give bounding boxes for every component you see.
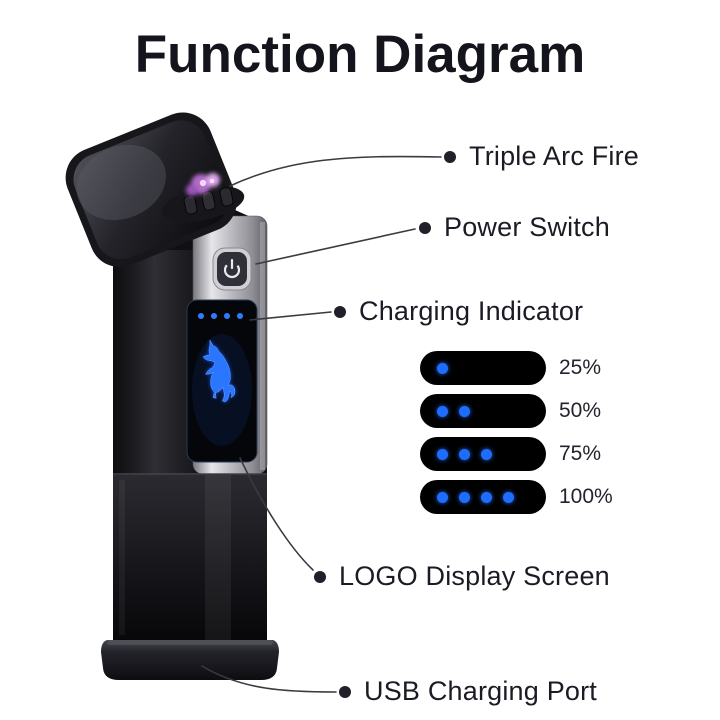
battery-dot	[437, 405, 448, 417]
battery-dot	[481, 448, 492, 460]
battery-percent-label: 25%	[559, 356, 602, 379]
battery-level-row-100: 100%	[420, 480, 613, 514]
page-title: Function Diagram	[134, 25, 586, 84]
arc-electrodes	[183, 187, 234, 215]
battery-dot	[481, 406, 492, 417]
battery-dot	[437, 362, 448, 374]
battery-level-row-50: 50%	[420, 394, 613, 428]
callout-power-switch: Power Switch	[419, 212, 610, 243]
battery-dot	[481, 491, 492, 503]
power-button	[212, 247, 252, 291]
battery-percent-label: 100%	[559, 485, 613, 508]
lighter-svg	[65, 112, 279, 680]
battery-dot	[503, 449, 514, 460]
callout-dot	[444, 150, 456, 163]
battery-pill	[420, 437, 546, 471]
arc-area	[161, 173, 245, 222]
logo-display-screen	[186, 299, 258, 463]
callout-label: Power Switch	[444, 212, 610, 242]
callout-label: Triple Arc Fire	[469, 141, 640, 171]
callout-dot	[314, 570, 326, 583]
callout-charging-indicator: Charging Indicator	[334, 296, 583, 327]
unicorn-logo	[202, 339, 236, 403]
charging-indicator-dots	[198, 313, 243, 319]
callout-dot	[334, 305, 346, 318]
battery-percent-label: 50%	[559, 399, 602, 422]
battery-dot	[459, 491, 470, 503]
arc-spark-icon	[186, 173, 220, 196]
power-icon	[223, 258, 241, 279]
battery-dot	[503, 363, 514, 374]
battery-pill	[420, 480, 546, 514]
callout-triple-arc-fire: Triple Arc Fire	[444, 141, 639, 172]
battery-level-row-25: 25%	[420, 351, 613, 385]
callout-dot	[339, 685, 351, 698]
battery-pill	[420, 394, 546, 428]
callout-logo-display-screen: LOGO Display Screen	[314, 561, 610, 592]
battery-dot	[459, 405, 470, 417]
battery-dot	[481, 363, 492, 374]
battery-dot	[437, 491, 448, 503]
callout-label: LOGO Display Screen	[339, 561, 610, 591]
battery-dot	[503, 491, 514, 503]
battery-dot	[459, 448, 470, 460]
battery-level-row-75: 75%	[420, 437, 613, 471]
callout-usb-charging-port: USB Charging Port	[339, 676, 597, 707]
lighter-base	[101, 640, 279, 680]
lighter-illustration	[55, 100, 315, 690]
callout-label: Charging Indicator	[359, 296, 584, 326]
battery-dot	[459, 363, 470, 374]
battery-pill	[420, 351, 546, 385]
lighter-lid	[65, 112, 237, 268]
callout-label: USB Charging Port	[364, 676, 598, 706]
battery-dot	[437, 448, 448, 460]
battery-dot	[503, 406, 514, 417]
battery-level-legend: 25% 50% 75% 100%	[420, 351, 613, 523]
battery-percent-label: 75%	[559, 442, 602, 465]
callout-dot	[419, 221, 431, 234]
